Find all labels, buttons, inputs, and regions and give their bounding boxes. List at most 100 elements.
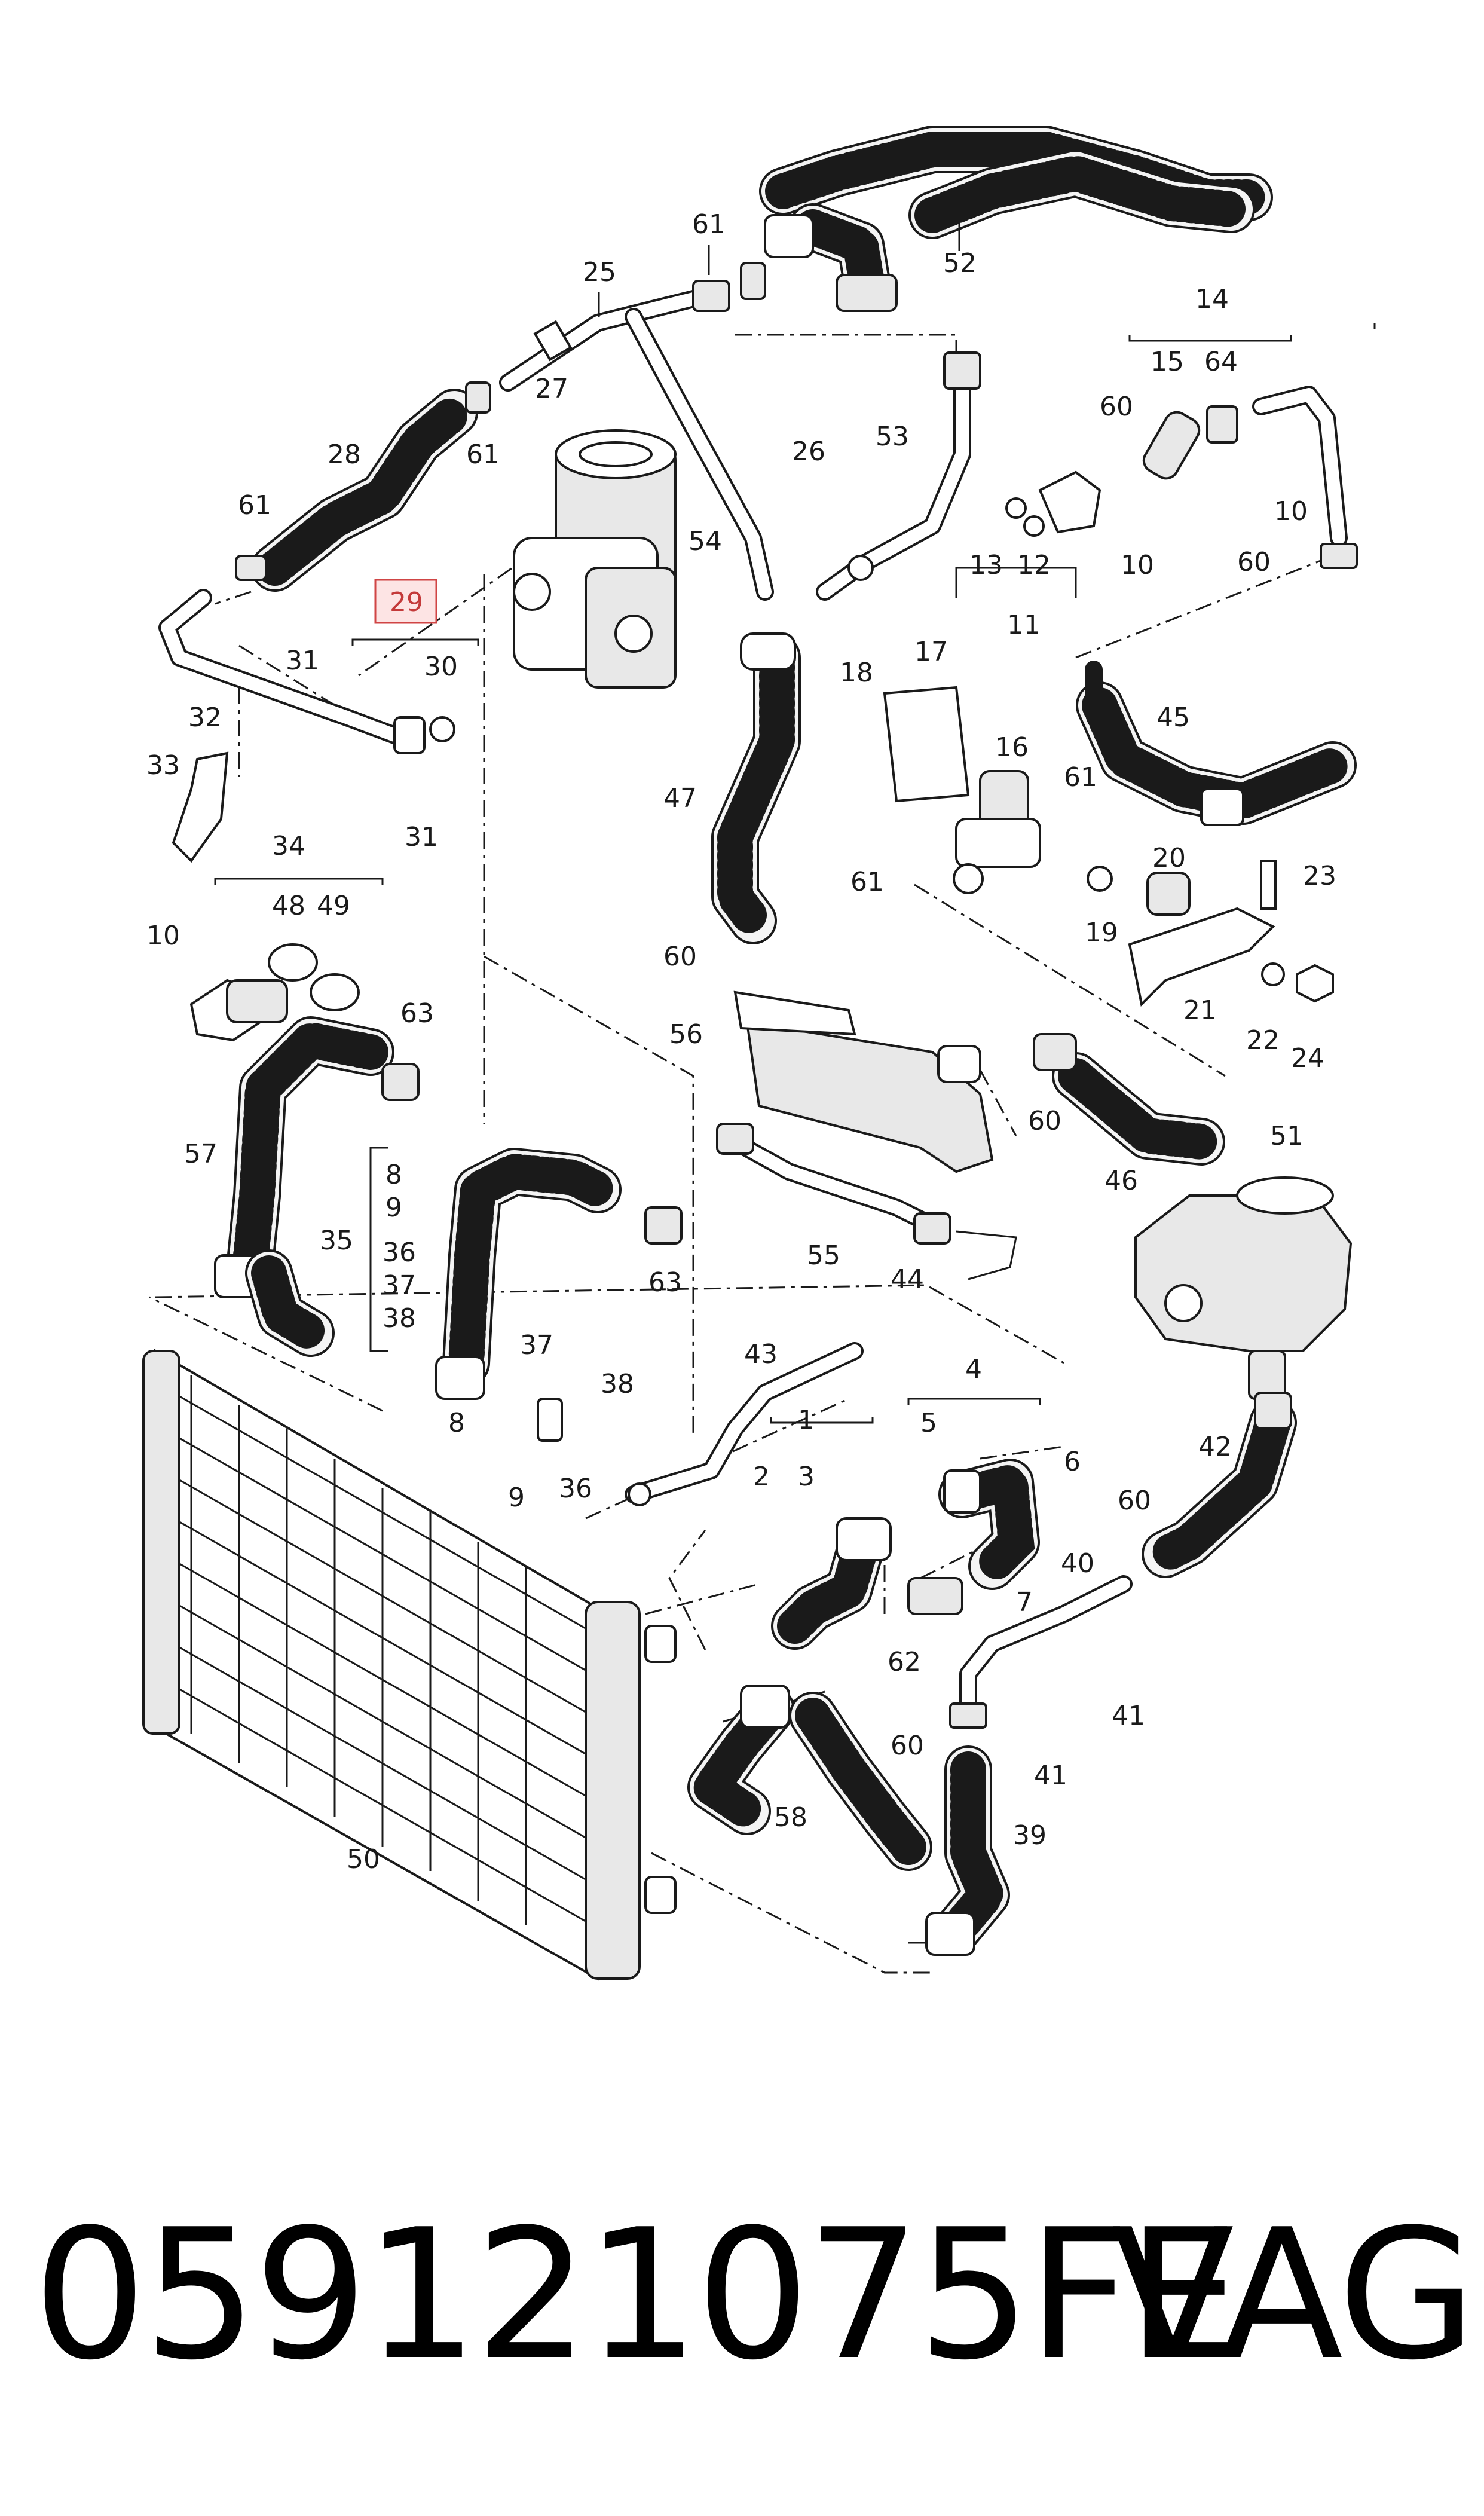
cooling-system-diagram: 29 61 52 25 14 15 64 60 27 61 28 26 53 1… xyxy=(142,126,1376,1981)
label-10b: 10 xyxy=(1121,550,1154,580)
label-21: 21 xyxy=(1183,995,1217,1026)
label-18: 18 xyxy=(840,658,873,688)
label-6: 6 xyxy=(1064,1447,1081,1477)
hose-58 xyxy=(686,1685,932,1871)
label-43: 43 xyxy=(744,1339,778,1369)
label-12: 12 xyxy=(1017,550,1051,580)
label-60: 60 xyxy=(1100,392,1133,422)
label-41b: 41 xyxy=(1034,1760,1067,1791)
reservoir-51 xyxy=(1134,1176,1353,1400)
label-54: 54 xyxy=(689,526,722,557)
label-19: 19 xyxy=(1085,918,1118,948)
cooler-56 xyxy=(733,990,994,1173)
label-5: 5 xyxy=(920,1408,937,1438)
label-42: 42 xyxy=(1198,1432,1232,1462)
hose-57 xyxy=(214,1016,420,1357)
pipe-14 xyxy=(1142,386,1358,569)
label-33: 33 xyxy=(146,750,180,781)
label-9: 9 xyxy=(385,1193,402,1223)
label-8: 8 xyxy=(385,1160,402,1190)
label-13: 13 xyxy=(969,550,1003,580)
hose-4 xyxy=(907,1459,1040,1615)
label-15: 15 xyxy=(1151,347,1184,377)
highlight-box-29 xyxy=(374,579,437,624)
label-37: 37 xyxy=(383,1270,416,1301)
label-61e: 61 xyxy=(850,867,884,897)
label-62: 62 xyxy=(888,1647,921,1677)
pipe-25 xyxy=(499,262,774,601)
label-35: 35 xyxy=(320,1225,353,1256)
label-39: 39 xyxy=(1013,1820,1047,1851)
label-47: 47 xyxy=(663,783,697,814)
hose-1 xyxy=(771,1517,892,1650)
label-52: 52 xyxy=(943,248,977,279)
label-61c: 61 xyxy=(238,490,271,521)
label-60b: 60 xyxy=(1237,547,1271,577)
label-32: 32 xyxy=(188,702,222,733)
flange-11 xyxy=(1005,470,1101,537)
label-48: 48 xyxy=(272,891,305,921)
label-11: 11 xyxy=(1007,610,1041,640)
label-63a: 63 xyxy=(400,998,434,1029)
tube-29 xyxy=(158,589,455,754)
hose-52 xyxy=(759,126,1273,312)
tube-40 xyxy=(949,1575,1133,1729)
label-27: 27 xyxy=(535,374,568,404)
label-28: 28 xyxy=(328,439,361,470)
label-34: 34 xyxy=(272,831,305,861)
label-8b: 8 xyxy=(448,1408,465,1438)
label-36: 36 xyxy=(383,1237,416,1268)
label-26: 26 xyxy=(792,436,825,467)
label-50: 50 xyxy=(347,1844,380,1875)
hose-45 xyxy=(1076,661,1357,826)
label-17: 17 xyxy=(914,637,948,667)
part-labels: 29 61 52 25 14 15 64 60 27 61 28 26 53 1… xyxy=(146,209,1336,1875)
label-41a: 41 xyxy=(1112,1701,1145,1731)
label-53: 53 xyxy=(876,421,909,452)
label-63b: 63 xyxy=(648,1267,682,1298)
label-10c: 10 xyxy=(146,921,180,951)
label-29: 29 xyxy=(390,587,423,617)
label-55: 55 xyxy=(807,1240,840,1271)
part-number: 059121075FE xyxy=(33,2191,1240,2399)
hose-39 xyxy=(925,1745,1010,1956)
pipe-53 xyxy=(816,351,981,601)
label-51: 51 xyxy=(1270,1121,1304,1151)
label-49: 49 xyxy=(317,891,350,921)
hose-47 xyxy=(711,632,801,944)
radiator-50 xyxy=(142,1349,677,1981)
hose-35 xyxy=(435,1148,683,1442)
label-60e: 60 xyxy=(1118,1485,1151,1516)
label-31b: 31 xyxy=(405,822,438,852)
label-38b: 38 xyxy=(601,1369,634,1399)
flange-34 xyxy=(189,943,360,1042)
label-3: 3 xyxy=(798,1462,815,1492)
label-37b: 37 xyxy=(520,1330,553,1361)
label-61b: 61 xyxy=(466,439,500,470)
label-leaders xyxy=(214,221,1376,1424)
brand-name: VAG xyxy=(1112,2191,1476,2399)
label-61d: 61 xyxy=(1064,762,1097,793)
label-64: 64 xyxy=(1204,347,1238,377)
oil-filter-housing-54 xyxy=(513,429,677,689)
label-60f: 60 xyxy=(891,1731,924,1761)
label-46: 46 xyxy=(1104,1166,1138,1196)
label-20: 20 xyxy=(1152,843,1186,873)
label-58: 58 xyxy=(774,1802,807,1833)
label-36b: 36 xyxy=(559,1473,592,1504)
label-60c: 60 xyxy=(663,941,697,972)
label-30: 30 xyxy=(424,652,458,682)
label-61: 61 xyxy=(692,209,726,240)
label-44: 44 xyxy=(891,1264,924,1295)
bracket-21 xyxy=(1087,860,1334,1007)
label-7: 7 xyxy=(1016,1587,1033,1618)
label-16: 16 xyxy=(995,732,1029,763)
label-24: 24 xyxy=(1291,1043,1324,1074)
bracket-32 xyxy=(172,751,229,863)
label-14: 14 xyxy=(1195,284,1229,314)
label-23: 23 xyxy=(1303,861,1336,891)
hose-28 xyxy=(235,381,491,592)
hose-46 xyxy=(1033,1033,1225,1166)
label-10a: 10 xyxy=(1274,496,1308,527)
label-56: 56 xyxy=(669,1019,703,1050)
